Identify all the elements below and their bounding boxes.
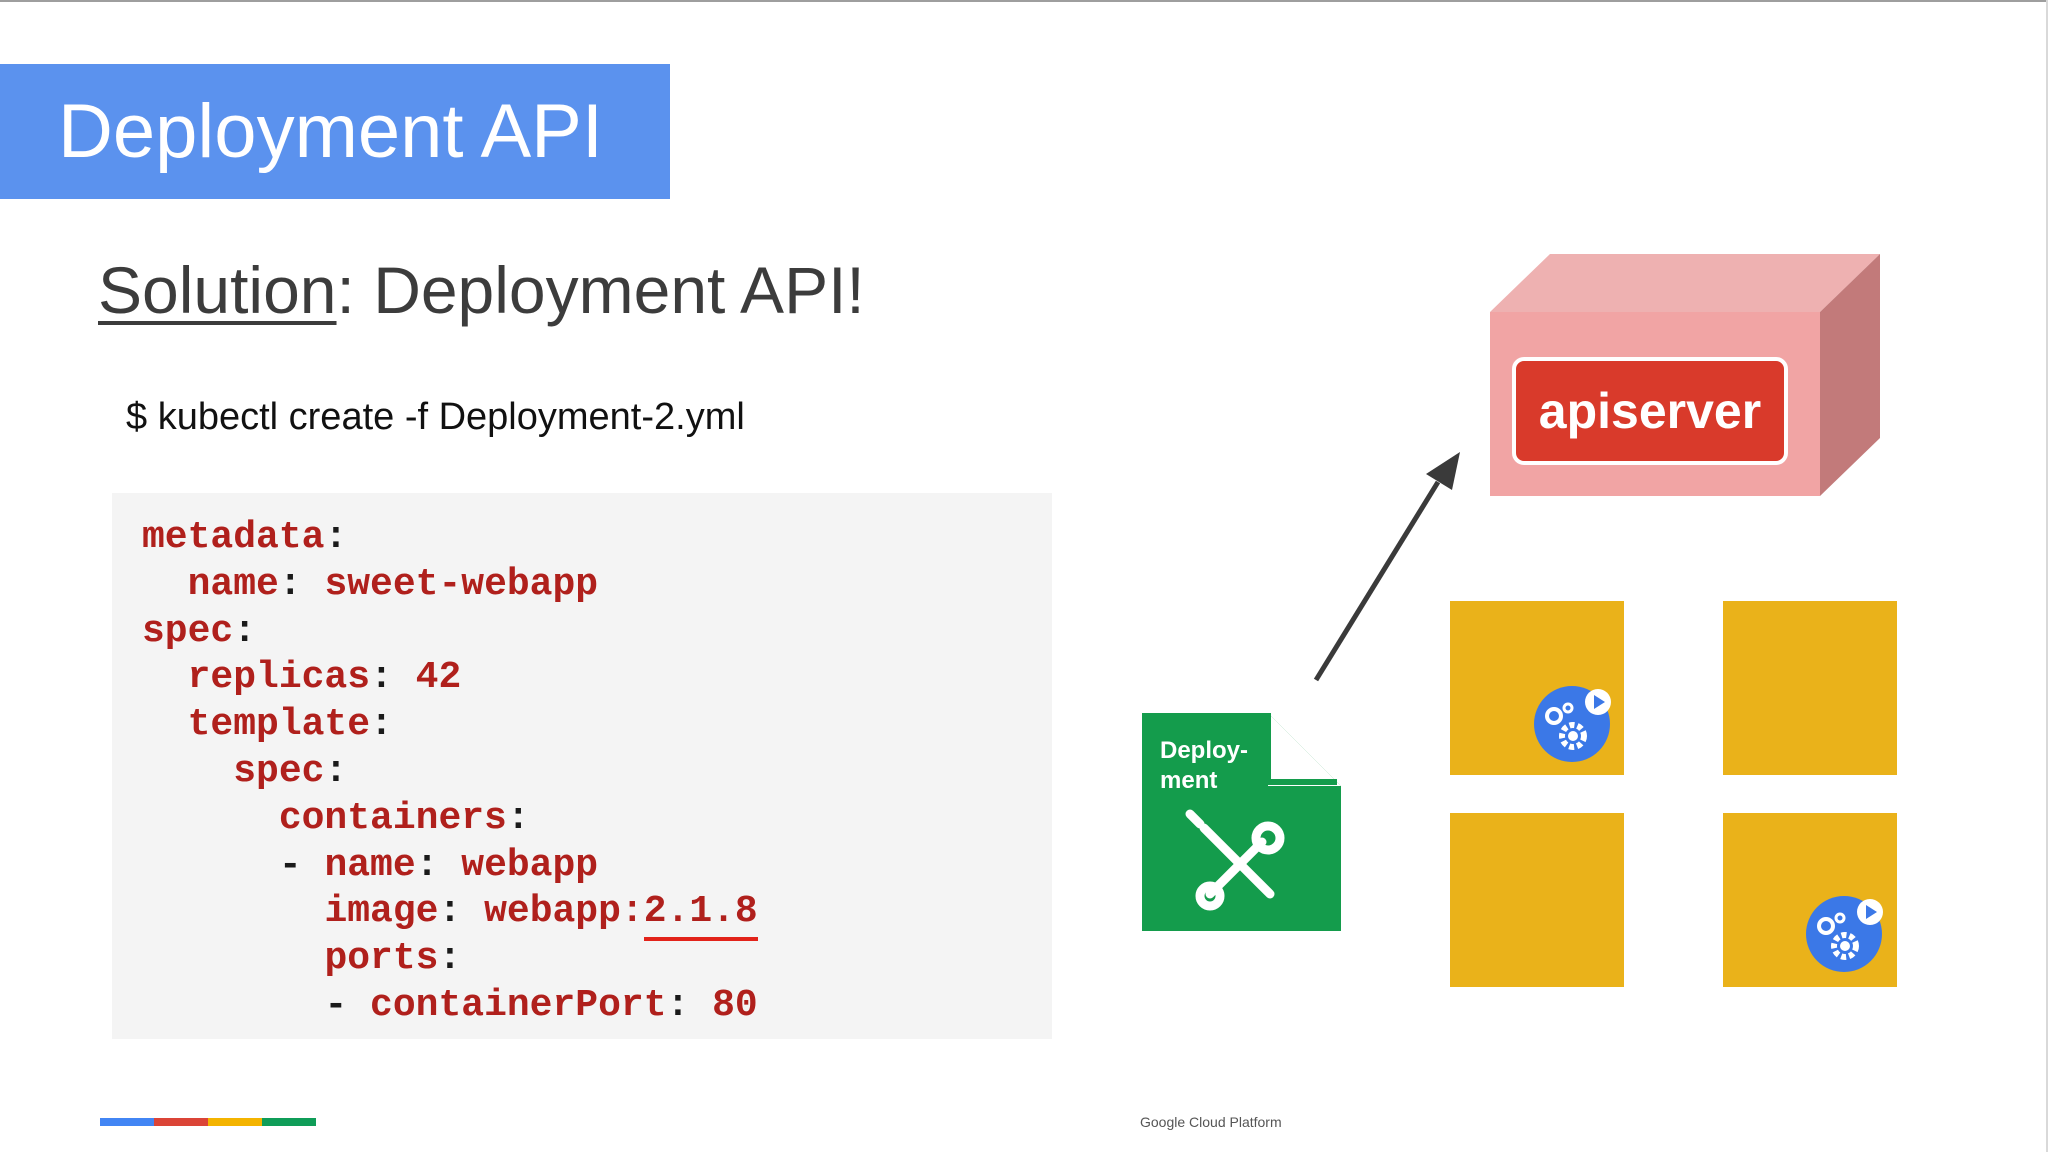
node-bottom-left bbox=[1450, 813, 1624, 987]
color-bar-segment bbox=[208, 1118, 262, 1126]
gears-play-icon bbox=[1806, 896, 1883, 972]
document-label: Deploy- ment bbox=[1160, 737, 1249, 794]
wrench-screwdriver-icon bbox=[1185, 809, 1285, 911]
subtitle-solution-word: Solution bbox=[98, 253, 337, 327]
arrow-line bbox=[1313, 480, 1441, 682]
top-divider bbox=[0, 0, 2048, 2]
code-dash: - bbox=[278, 843, 325, 887]
code-key: ports bbox=[324, 937, 439, 981]
code-key: template bbox=[187, 703, 371, 747]
color-bar-segment bbox=[154, 1118, 208, 1126]
code-key: spec bbox=[233, 749, 325, 793]
version-underline bbox=[643, 937, 758, 942]
google-color-bar bbox=[100, 1118, 316, 1126]
cube-top-face bbox=[1490, 254, 1880, 312]
gears-play-icon bbox=[1534, 686, 1611, 762]
apiserver-label: apiserver bbox=[1512, 357, 1788, 465]
node-top-right bbox=[1723, 601, 1897, 775]
code-key: replicas bbox=[187, 656, 371, 700]
slide-title: Deployment API bbox=[0, 64, 670, 199]
code-line: - name: webapp bbox=[278, 843, 599, 887]
code-key: containers bbox=[278, 796, 507, 840]
code-value: 42 bbox=[392, 656, 462, 700]
code-line: containers: bbox=[278, 796, 530, 840]
code-line: replicas: 42 bbox=[187, 656, 462, 700]
code-key: image bbox=[324, 890, 439, 934]
color-bar-segment bbox=[100, 1118, 154, 1126]
code-value: webapp bbox=[438, 843, 599, 887]
slide-subtitle: Solution: Deployment API! bbox=[98, 252, 865, 328]
code-line: name: sweet-webapp bbox=[187, 562, 599, 606]
cube-side-face bbox=[1820, 254, 1880, 496]
arrow-head bbox=[1426, 452, 1460, 490]
kubectl-command: $ kubectl create -f Deployment-2.yml bbox=[126, 396, 745, 438]
color-bar-segment bbox=[262, 1118, 316, 1126]
code-line: metadata: bbox=[142, 516, 348, 559]
code-value: sweet-webapp bbox=[301, 562, 599, 606]
right-divider bbox=[2046, 0, 2048, 1152]
code-value: 80 bbox=[689, 983, 758, 1027]
code-line: template: bbox=[187, 703, 393, 747]
code-key: name bbox=[324, 843, 416, 887]
subtitle-rest: : Deployment API! bbox=[336, 253, 865, 327]
code-line: ports: bbox=[324, 937, 462, 981]
code-value: webapp:2.1.8 bbox=[461, 890, 758, 934]
footer-brand: Google Cloud Platform bbox=[1140, 1114, 1282, 1130]
code-key: metadata bbox=[142, 516, 325, 559]
code-key: containerPort bbox=[370, 983, 667, 1027]
deployment-document bbox=[1142, 713, 1341, 931]
code-line: spec: bbox=[142, 609, 257, 653]
code-line: image: webapp:2.1.8 bbox=[324, 890, 758, 934]
code-line: - containerPort: 80 bbox=[324, 983, 758, 1027]
code-dash: - bbox=[324, 983, 371, 1027]
code-key: spec bbox=[142, 609, 234, 653]
code-key: name bbox=[187, 562, 279, 606]
code-line: spec: bbox=[233, 749, 348, 793]
arrow bbox=[1313, 452, 1460, 682]
document-fold bbox=[1268, 713, 1341, 786]
